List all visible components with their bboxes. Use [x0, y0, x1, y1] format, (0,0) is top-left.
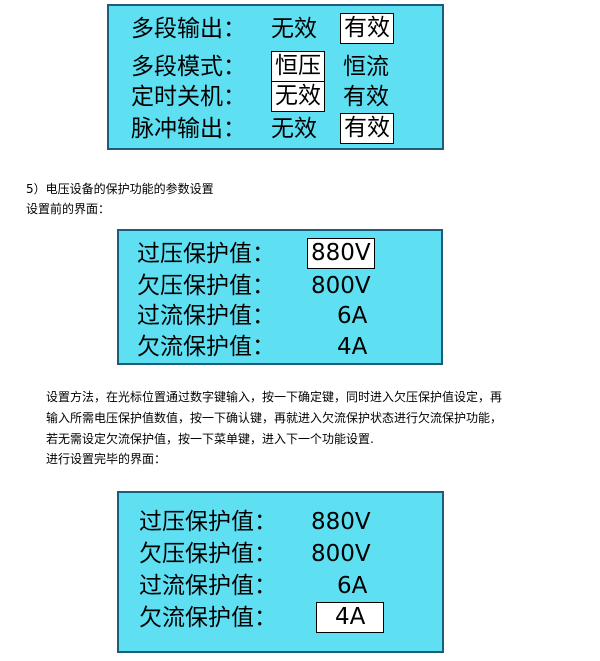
- method-line: 输入所需电压保护值数值，按一下确认键，再就进入欠流保护状态进行欠流保护功能，: [46, 411, 503, 425]
- row-value: 880V: [311, 509, 371, 535]
- row-label: 定时关机：: [131, 84, 246, 110]
- lcd-panel-after: 过压保护值： 880V 欠压保护值： 800V 过流保护值： 6A 欠流保护值：…: [117, 491, 444, 653]
- row-label: 多段输出：: [131, 16, 246, 42]
- row-label: 欠流保护值：: [139, 605, 277, 631]
- option-cv-selected: 恒压: [271, 51, 325, 82]
- lcd-panel-before: 过压保护值： 880V 欠压保护值： 800V 过流保护值： 6A 欠流保护值：…: [117, 229, 443, 365]
- value-cursor: 4A: [316, 602, 385, 633]
- after-label: 进行设置完毕的界面：: [46, 452, 167, 466]
- row-label: 多段模式：: [131, 54, 246, 80]
- value-cursor: 880V: [307, 238, 375, 269]
- option-valid-selected: 有效: [340, 13, 394, 44]
- option-valid: 有效: [343, 84, 389, 110]
- row-label: 欠压保护值：: [137, 273, 275, 299]
- row-value: 4A: [337, 334, 368, 360]
- before-label: 设置前的界面：: [26, 202, 111, 216]
- row-label: 欠压保护值：: [139, 541, 277, 567]
- row-label: 过流保护值：: [139, 573, 277, 599]
- option-cc: 恒流: [343, 54, 389, 80]
- lcd-panel-multistage: 多段输出： 无效 有效 多段模式： 恒压 恒流 定时关机： 无效 有效 脉冲输出…: [107, 4, 444, 150]
- row-label: 脉冲输出：: [131, 116, 246, 142]
- method-line: 若无需设定欠流保护值，按一下菜单键，进入下一个功能设置.: [46, 432, 374, 446]
- row-value: 6A: [337, 303, 368, 329]
- row-label: 过流保护值：: [137, 303, 275, 329]
- method-line: 设置方法，在光标位置通过数字键输入，按一下确定键，同时进入欠压保护值设定，再: [46, 390, 503, 404]
- option-invalid-selected: 无效: [271, 81, 325, 112]
- row-label: 欠流保护值：: [137, 334, 275, 360]
- row-label: 过压保护值：: [137, 241, 275, 267]
- row-value: 800V: [311, 273, 371, 299]
- option-valid-selected: 有效: [340, 113, 394, 144]
- row-value: 6A: [337, 573, 368, 599]
- row-value: 800V: [311, 541, 371, 567]
- row-label: 过压保护值：: [139, 509, 277, 535]
- section-title: 5）电压设备的保护功能的参数设置: [26, 182, 214, 196]
- option-invalid: 无效: [271, 116, 317, 142]
- option-invalid: 无效: [271, 16, 317, 42]
